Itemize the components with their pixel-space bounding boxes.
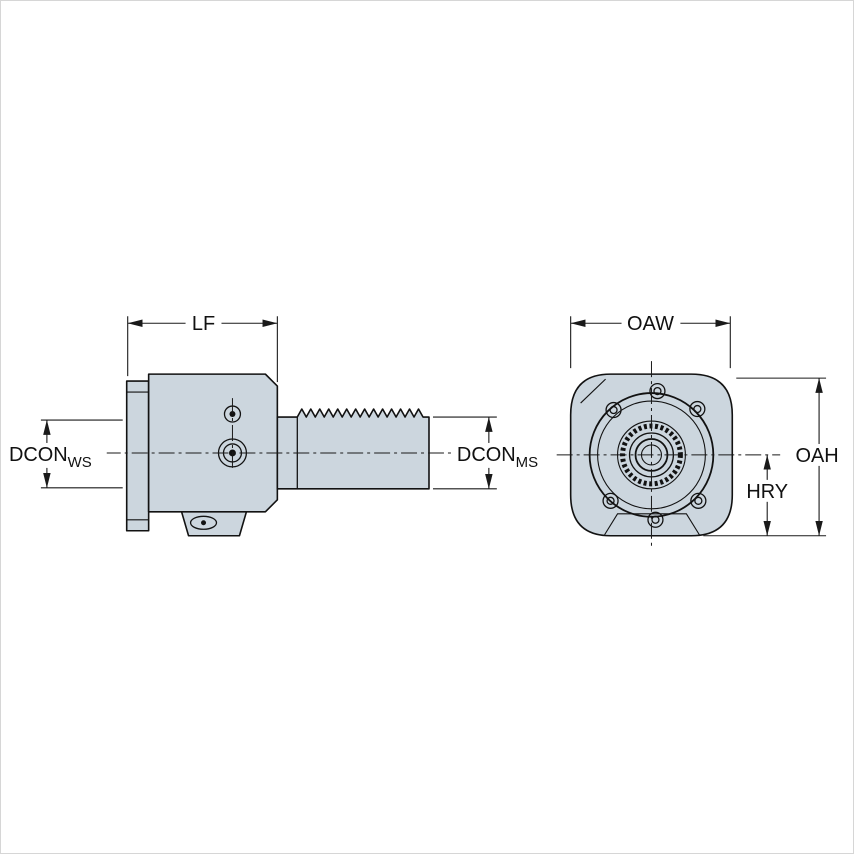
label-bg-oah [792,443,847,466]
dimension-dcon-ms: DCONMS [432,416,552,490]
label-bg-oaw [621,312,681,333]
label-dcon-ms-main: DCON [457,444,516,466]
label-dcon-ws: DCONWS [9,444,92,471]
corner-chamfer-line [580,378,606,404]
label-bg-lf [185,312,222,333]
side-view [104,373,497,537]
dimension-hry: HRY [742,454,793,536]
label-bg-dcon-ws [4,442,107,468]
flange [125,380,150,532]
label-oah: OAH [795,445,838,467]
bottom-lug [180,511,248,537]
label-dcon-ws-main: DCON [9,444,68,466]
label-dcon-ws-sub: WS [68,454,92,471]
front-view [556,361,781,549]
dimension-dcon-ws: DCONWS [4,419,123,489]
label-dcon-ms-sub: MS [516,454,538,471]
dimension-oaw: OAW [570,312,731,369]
label-bg-hry [742,479,793,502]
dimension-lf: LF [127,312,278,383]
lug-slot-center [201,520,207,526]
threaded-shaft [276,408,430,490]
label-bg-dcon-ms [452,442,552,468]
label-hry: HRY [746,481,788,503]
lug-slot [189,515,218,530]
holder-body [147,373,279,513]
bolt-holes [602,382,707,528]
label-lf: LF [192,313,215,335]
dimension-oah: OAH [703,377,847,537]
label-dcon-ms: DCONMS [457,444,538,471]
label-oaw: OAW [627,313,674,335]
